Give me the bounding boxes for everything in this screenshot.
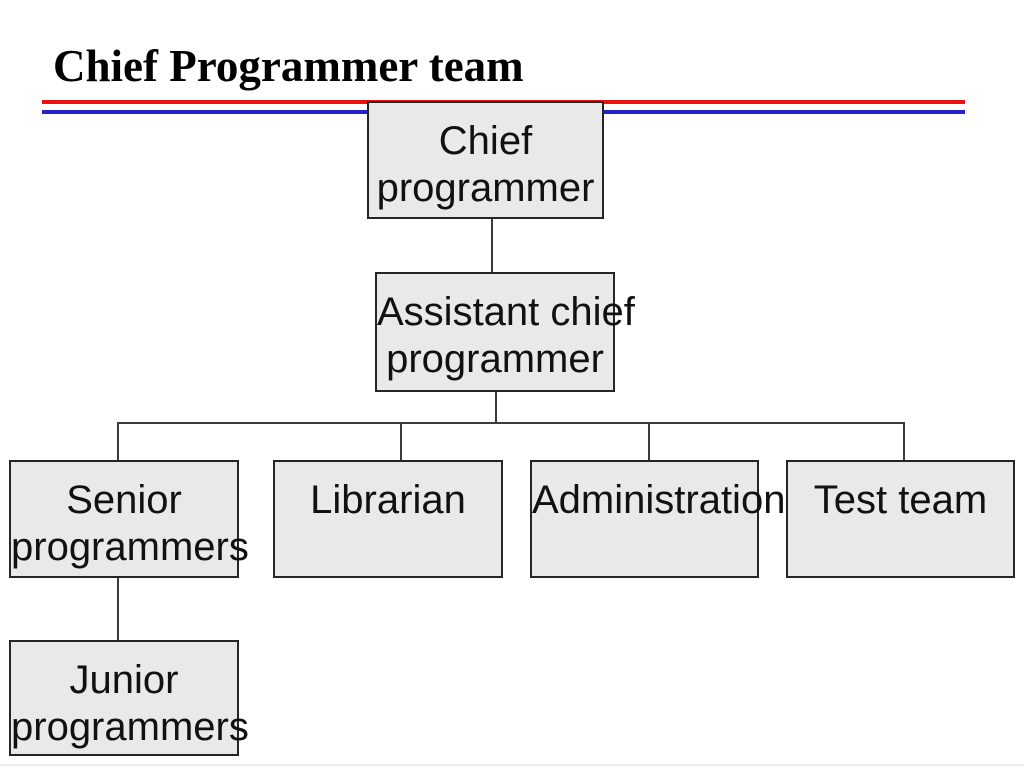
org-node-test-team: Test team [786, 460, 1015, 578]
org-node-label: Administration [532, 478, 786, 522]
org-node-chief-programmer: Chief programmer [367, 101, 604, 219]
org-node-senior-programmers: Senior programmers [9, 460, 249, 578]
slide-title: Chief Programmer team [53, 41, 524, 91]
connector-drop-librarian [400, 422, 402, 460]
org-node-junior-programmers: Junior programmers [9, 640, 249, 756]
org-node-label: Chief programmer [376, 119, 595, 210]
connector-drop-test-team [903, 422, 905, 460]
connector-senior-to-junior [117, 578, 119, 640]
connector-horizontal-bus [117, 422, 905, 424]
org-node-administration: Administration [530, 460, 786, 578]
org-node-label: Assistant chief programmer [377, 290, 635, 381]
org-node-label: Junior programmers [11, 658, 249, 749]
org-node-label: Senior programmers [11, 478, 249, 569]
footer-rule [0, 764, 1024, 766]
org-node-assistant-chief-programmer: Assistant chief programmer [375, 272, 635, 392]
connector-drop-administration [648, 422, 650, 460]
org-node-label: Test team [813, 478, 988, 522]
connector-drop-senior-programmers [117, 422, 119, 460]
org-node-label: Librarian [310, 478, 466, 522]
connector-assistant-stem [495, 392, 497, 422]
connector-chief-to-assistant [491, 219, 493, 272]
org-node-librarian: Librarian [273, 460, 503, 578]
